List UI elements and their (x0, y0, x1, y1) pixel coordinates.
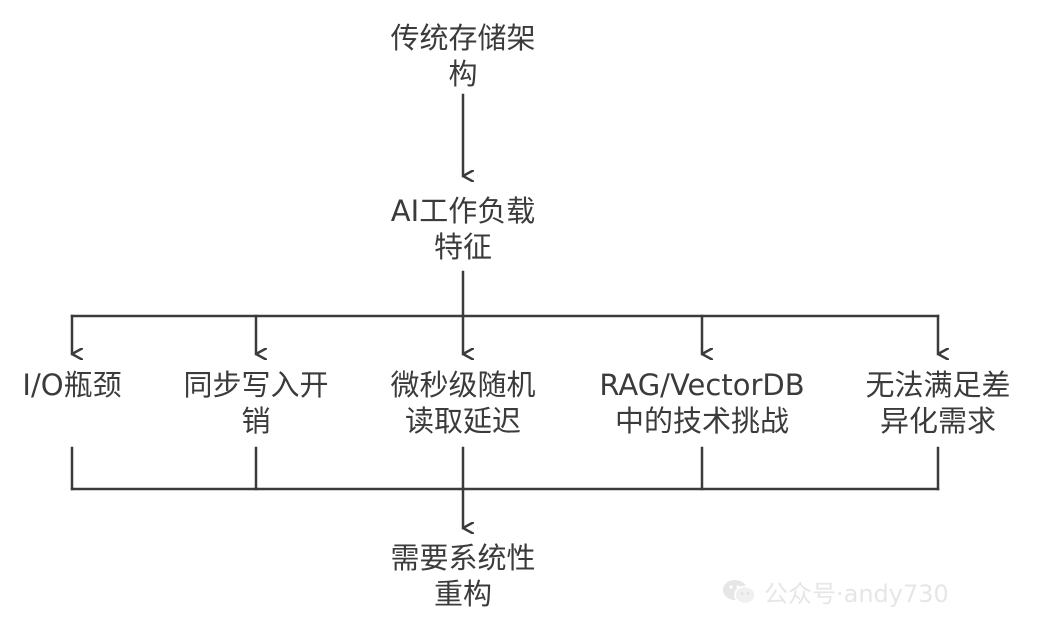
node-io-bottleneck: I/O瓶颈 (2, 367, 142, 403)
node-line: 同步写入开 (183, 368, 329, 402)
node-ai-workload: AI工作负载 特征 (383, 193, 543, 265)
node-traditional-storage: 传统存储架 构 (383, 20, 543, 92)
node-systematic-rebuild: 需要系统性 重构 (383, 540, 543, 612)
node-rag-vectordb: RAG/VectorDB 中的技术挑战 (592, 367, 812, 439)
watermark: 公众号·andy730 (722, 574, 949, 609)
node-differentiated-needs: 无法满足差 异化需求 (858, 367, 1018, 439)
node-random-read-latency: 微秒级随机 读取延迟 (383, 367, 543, 439)
node-line: 读取延迟 (404, 404, 521, 438)
node-line: 传统存储架 (390, 21, 536, 55)
node-line: 销 (241, 404, 271, 438)
watermark-text: 公众号·andy730 (764, 580, 949, 608)
node-line: 微秒级随机 (390, 368, 536, 402)
node-sync-write: 同步写入开 销 (176, 367, 336, 439)
node-line: 异化需求 (879, 404, 996, 438)
wechat-icon (723, 579, 756, 604)
node-line: 重构 (433, 577, 492, 611)
node-line: AI工作负载 (390, 194, 536, 228)
node-line: 构 (448, 57, 478, 91)
node-line: 需要系统性 (390, 541, 536, 575)
node-line: RAG/VectorDB (599, 368, 805, 402)
node-line: 特征 (433, 230, 492, 264)
node-line: 中的技术挑战 (614, 404, 789, 438)
node-line: I/O瓶颈 (22, 368, 122, 402)
node-line: 无法满足差 (865, 368, 1011, 402)
